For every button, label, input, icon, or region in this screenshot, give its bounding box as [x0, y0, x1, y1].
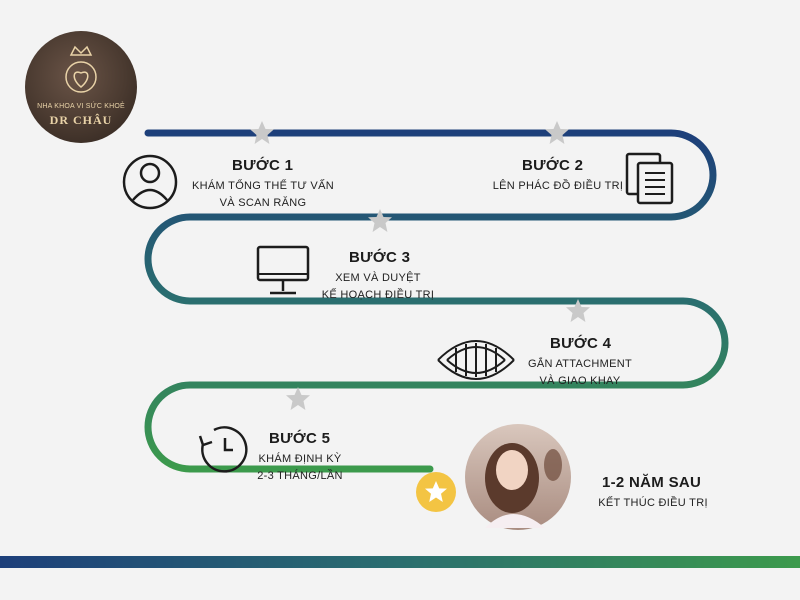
step-5-description: KHÁM ĐỊNH KỲ 2-3 THÁNG/LẦN: [245, 451, 355, 485]
step-star-1: [250, 121, 274, 144]
logo-text-top: NHA KHOA VI SỨC KHOẺ: [37, 103, 125, 110]
step-5-line-1: KHÁM ĐỊNH KỲ: [258, 453, 342, 465]
clock-icon: [198, 426, 248, 473]
bottom-gradient-bar: [0, 556, 800, 568]
step-star-4: [566, 299, 590, 322]
step-1-line-1: KHÁM TỔNG THỂ TƯ VẤN: [192, 180, 334, 192]
step-4-line-1: GẮN ATTACHMENT: [527, 358, 633, 370]
clinic-logo: NHA KHOA VI SỨC KHOẺ DR CHÂU: [25, 31, 137, 143]
step-3-line-2: KẾ HOẠCH ĐIỀU TRỊ: [321, 289, 435, 301]
step-5-title: BƯỚC 5: [269, 430, 331, 447]
step-4-title: BƯỚC 4: [550, 335, 612, 352]
step-star-2: [545, 121, 569, 144]
step-2-line-1: LÊN PHÁC ĐỒ ĐIỀU TRỊ: [492, 180, 624, 192]
user-icon: [122, 154, 178, 210]
final-title: 1-2 NĂM SAU: [602, 474, 702, 491]
document-icon: [625, 152, 674, 205]
step-3-description: XEM VÀ DUYỆT KẾ HOẠCH ĐIỀU TRỊ: [310, 270, 446, 304]
step-2-title: BƯỚC 2: [522, 157, 584, 174]
final-star-icon: [416, 472, 456, 512]
monitor-icon: [256, 245, 310, 295]
step-3-line-1: XEM VÀ DUYỆT: [335, 272, 421, 284]
patient-photo: [465, 424, 571, 530]
step-1-line-2: VÀ SCAN RĂNG: [219, 197, 307, 209]
step-2-description: LÊN PHÁC ĐỒ ĐIỀU TRỊ: [478, 178, 638, 195]
step-star-5: [286, 387, 310, 410]
step-5-line-2: 2-3 THÁNG/LẦN: [257, 470, 343, 482]
step-1-title: BƯỚC 1: [232, 157, 294, 174]
final-description: KẾT THÚC ĐIỀU TRỊ: [598, 497, 708, 509]
step-star-3: [368, 209, 392, 232]
step-4-line-2: VÀ GIAO KHAY: [539, 375, 621, 387]
step-4-description: GẮN ATTACHMENT VÀ GIAO KHAY: [518, 356, 642, 390]
logo-text-brand: DR CHÂU: [49, 113, 113, 127]
roadmap-path: [144, 129, 729, 473]
step-3-title: BƯỚC 3: [349, 249, 411, 266]
teeth-icon: [437, 340, 515, 380]
crown-heart-icon: [65, 45, 97, 93]
step-1-description: KHÁM TỔNG THỂ TƯ VẤN VÀ SCAN RĂNG: [180, 178, 346, 212]
